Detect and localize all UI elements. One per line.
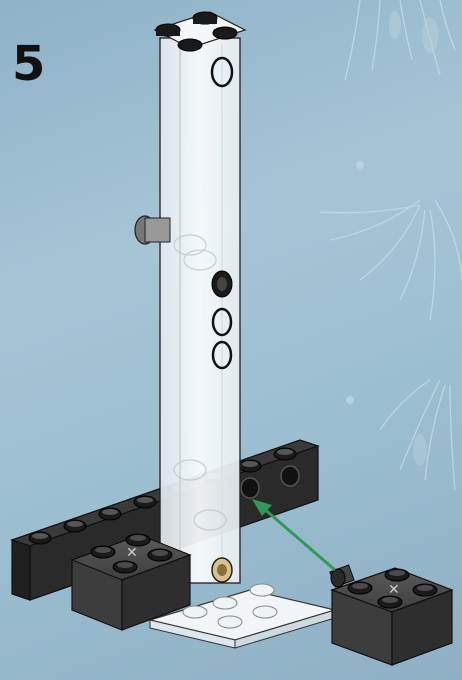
dark-gray-brick-2x2-with-pin: ✕ bbox=[330, 565, 452, 665]
tan-pin bbox=[212, 558, 232, 582]
svg-text:✕: ✕ bbox=[388, 582, 400, 598]
side-pin bbox=[135, 216, 170, 244]
axle-pin bbox=[212, 271, 232, 297]
assembly-arrow bbox=[252, 499, 335, 570]
svg-text:✕: ✕ bbox=[126, 545, 138, 561]
